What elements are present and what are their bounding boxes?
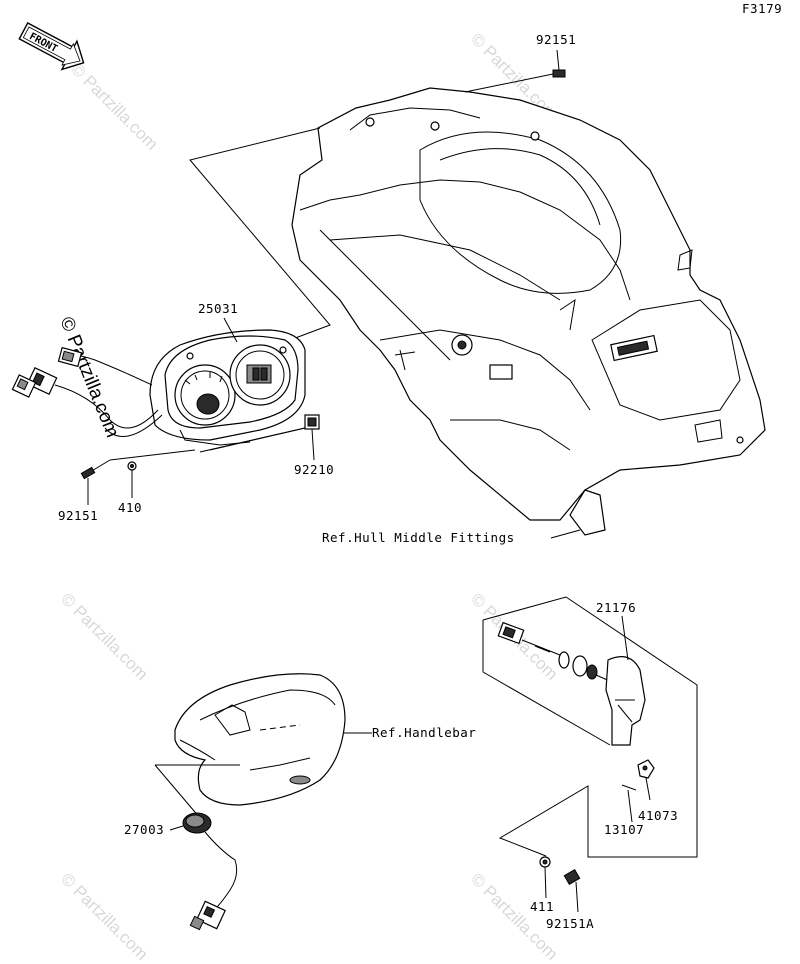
callout-25031: 25031 <box>198 301 238 316</box>
watermark: © Partzilla.com <box>57 589 151 683</box>
watermark: © Partzilla.com <box>67 59 161 153</box>
bolt-92151-left <box>80 449 196 505</box>
switch-27003 <box>169 812 238 931</box>
clip-92210 <box>199 414 320 461</box>
callout-410: 410 <box>118 500 142 515</box>
watermark: © Partzilla.com <box>57 869 151 963</box>
front-arrow-icon: FRONT <box>18 22 85 71</box>
watermark-dark: © Partzilla.com <box>55 314 122 441</box>
clip-41073 <box>637 759 655 801</box>
callout-21176: 21176 <box>596 600 636 615</box>
meter-harness <box>11 346 163 437</box>
ref-handlebar-label: Ref.Handlebar <box>372 725 476 740</box>
ref-hull-label: Ref.Hull Middle Fittings <box>322 530 515 545</box>
washer-411 <box>539 856 551 899</box>
callout-411: 411 <box>530 899 554 914</box>
callout-13107: 13107 <box>604 822 644 837</box>
handlebar-cover <box>174 673 346 806</box>
leader-ref-hull <box>550 529 581 539</box>
hull-middle-fittings <box>291 87 766 536</box>
callout-92151a: 92151A <box>546 916 594 931</box>
meter-assembly <box>149 317 306 446</box>
callout-92210: 92210 <box>294 462 334 477</box>
leader-hull <box>189 127 331 341</box>
switch-box-bottom <box>482 671 611 746</box>
pin-13107 <box>621 784 637 823</box>
leader-switch-b <box>154 764 201 819</box>
bolt-92151a <box>563 868 581 913</box>
washer-410 <box>127 461 137 498</box>
figure-code: F3179 <box>742 1 782 16</box>
callout-92151-left: 92151 <box>58 508 98 523</box>
switch-assembly-21176 <box>497 615 646 746</box>
bolt-92151-top <box>464 49 566 93</box>
switch-box-outline <box>482 596 698 858</box>
callout-41073: 41073 <box>638 808 678 823</box>
callout-27003: 27003 <box>124 822 164 837</box>
callout-92151-top: 92151 <box>536 32 576 47</box>
